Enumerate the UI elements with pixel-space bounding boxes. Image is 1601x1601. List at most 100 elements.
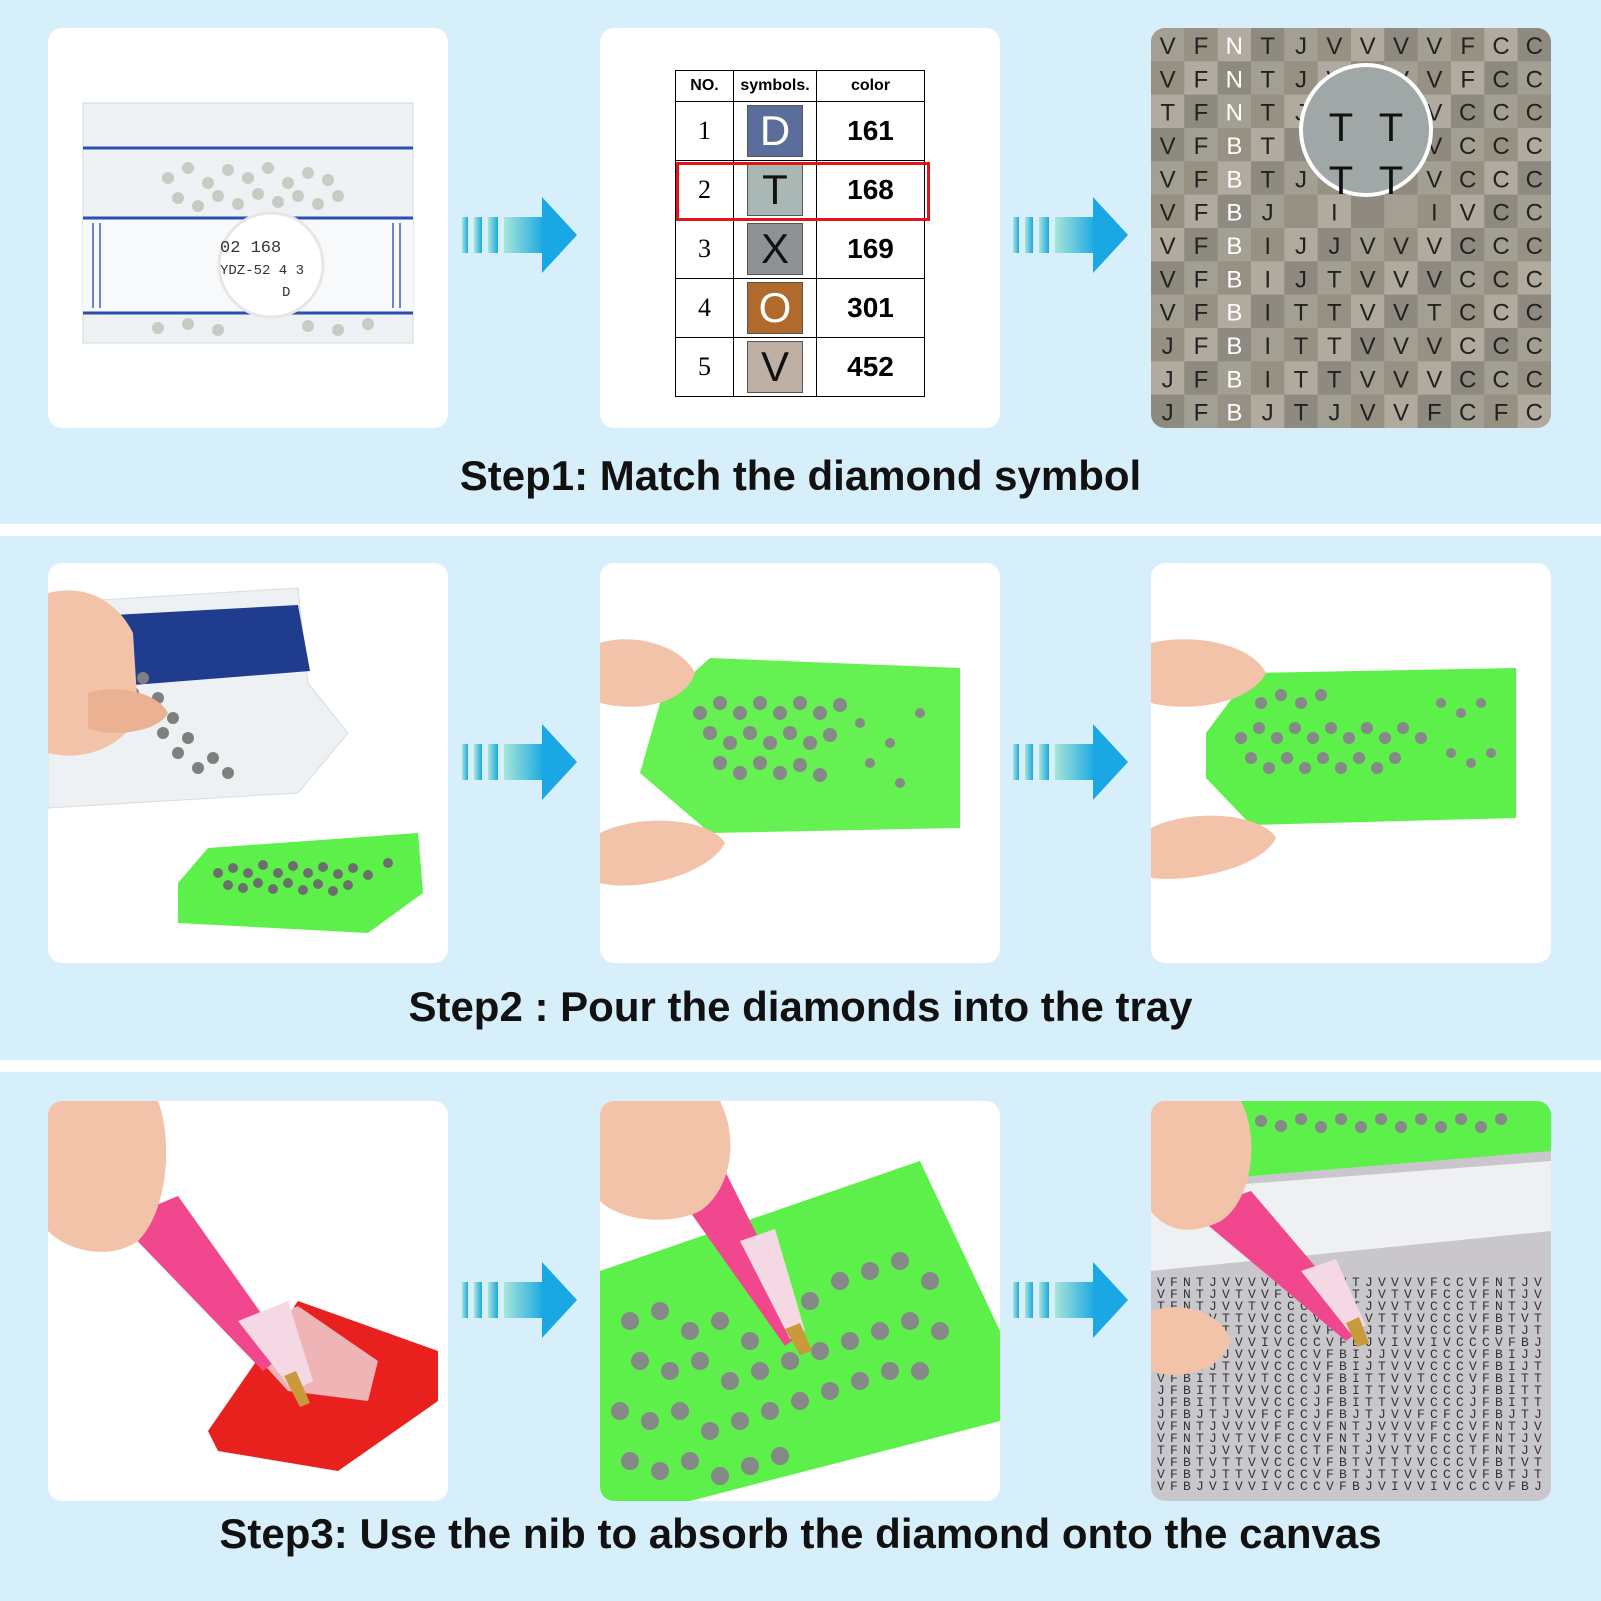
canvas-symbol: V bbox=[1469, 1287, 1477, 1302]
canvas-symbol: T bbox=[1248, 1443, 1256, 1458]
wax-nib-photo bbox=[48, 1101, 448, 1501]
table-row: 4 O 301 bbox=[675, 278, 925, 338]
grid-symbol: J bbox=[1162, 366, 1174, 393]
canvas-symbol: T bbox=[1196, 1287, 1204, 1302]
canvas-symbol: C bbox=[1443, 1311, 1451, 1326]
canvas-symbol: V bbox=[1248, 1287, 1256, 1302]
canvas-symbol: V bbox=[1404, 1383, 1412, 1398]
canvas-symbol: C bbox=[1430, 1383, 1438, 1398]
canvas-symbol: C bbox=[1287, 1359, 1295, 1374]
canvas-symbol: C bbox=[1287, 1335, 1295, 1350]
canvas-symbol: V bbox=[1235, 1335, 1243, 1350]
grid-symbol: C bbox=[1459, 300, 1476, 327]
canvas-symbol: V bbox=[1248, 1467, 1256, 1482]
canvas-symbol: B bbox=[1339, 1383, 1347, 1398]
canvas-symbol: F bbox=[1170, 1275, 1178, 1290]
canvas-symbol: T bbox=[1365, 1395, 1373, 1410]
grid-cell bbox=[1217, 194, 1251, 228]
canvas-symbol: V bbox=[1157, 1479, 1165, 1494]
grid-cell bbox=[1484, 128, 1518, 162]
grid-symbol: I bbox=[1331, 200, 1338, 227]
grid-symbol: V bbox=[1360, 400, 1376, 427]
canvas-symbol: V bbox=[1222, 1275, 1230, 1290]
grid-symbol: C bbox=[1492, 333, 1509, 360]
canvas-symbol: T bbox=[1209, 1407, 1217, 1422]
canvas-symbol: V bbox=[1417, 1275, 1425, 1290]
grid-symbol: T bbox=[1260, 33, 1275, 60]
grid-symbol: V bbox=[1160, 200, 1176, 227]
canvas-symbol: T bbox=[1378, 1371, 1386, 1386]
canvas-symbol: C bbox=[1274, 1359, 1282, 1374]
canvas-symbol: V bbox=[1378, 1431, 1386, 1446]
grid-symbol: J bbox=[1295, 266, 1307, 293]
grid-cell bbox=[1151, 394, 1185, 428]
grid-cell bbox=[1517, 94, 1551, 128]
grid-symbol: V bbox=[1426, 166, 1442, 193]
symbol-swatch: V bbox=[747, 341, 803, 393]
canvas-symbol: B bbox=[1183, 1467, 1191, 1482]
canvas-symbol: V bbox=[1235, 1347, 1243, 1362]
canvas-symbol: V bbox=[1261, 1311, 1269, 1326]
canvas-symbol: C bbox=[1456, 1443, 1464, 1458]
canvas-symbol: F bbox=[1170, 1467, 1178, 1482]
canvas-symbol: V bbox=[1261, 1275, 1269, 1290]
canvas-symbol: C bbox=[1443, 1419, 1451, 1434]
canvas-symbol: V bbox=[1222, 1443, 1230, 1458]
canvas-symbol: I bbox=[1352, 1395, 1360, 1410]
grid-cell bbox=[1184, 228, 1218, 262]
canvas-symbol: C bbox=[1300, 1407, 1308, 1422]
canvas-symbol: V bbox=[1248, 1455, 1256, 1470]
grid-cell bbox=[1184, 94, 1218, 128]
canvas-symbol: B bbox=[1495, 1359, 1503, 1374]
canvas-symbol: T bbox=[1261, 1371, 1269, 1386]
canvas-symbol: V bbox=[1235, 1479, 1243, 1494]
canvas-symbol: V bbox=[1417, 1443, 1425, 1458]
canvas-symbol: C bbox=[1313, 1335, 1321, 1350]
canvas-symbol: J bbox=[1365, 1335, 1373, 1350]
grid-cell bbox=[1217, 94, 1251, 128]
grid-cell bbox=[1451, 361, 1485, 395]
grid-cell bbox=[1151, 294, 1185, 328]
canvas-symbol: B bbox=[1521, 1479, 1529, 1494]
canvas-symbol: C bbox=[1456, 1287, 1464, 1302]
canvas-symbol: N bbox=[1183, 1287, 1191, 1302]
canvas-symbol: V bbox=[1534, 1275, 1542, 1290]
canvas-symbol: C bbox=[1274, 1323, 1282, 1338]
grid-cell bbox=[1384, 394, 1418, 428]
canvas-symbol: F bbox=[1287, 1407, 1295, 1422]
canvas-symbol: V bbox=[1261, 1431, 1269, 1446]
canvas-symbol: T bbox=[1378, 1395, 1386, 1410]
grid-cell bbox=[1517, 361, 1551, 395]
canvas-symbol: J bbox=[1521, 1323, 1529, 1338]
canvas-symbol: B bbox=[1339, 1347, 1347, 1362]
canvas-symbol: C bbox=[1456, 1299, 1464, 1314]
canvas-symbol: C bbox=[1287, 1347, 1295, 1362]
canvas-symbol: T bbox=[1378, 1467, 1386, 1482]
canvas-symbol: B bbox=[1183, 1383, 1191, 1398]
canvas-symbol: F bbox=[1482, 1287, 1490, 1302]
table-row: 2 T 168 bbox=[675, 160, 925, 220]
grid-cell bbox=[1351, 28, 1385, 62]
grid-symbol: C bbox=[1492, 100, 1509, 127]
grid-cell bbox=[1151, 261, 1185, 295]
canvas-symbol: F bbox=[1430, 1431, 1438, 1446]
symbol-swatch: T bbox=[747, 164, 803, 216]
canvas-symbol: V bbox=[1391, 1383, 1399, 1398]
grid-symbol: V bbox=[1393, 400, 1409, 427]
grid-symbol: V bbox=[1393, 33, 1409, 60]
canvas-symbol: T bbox=[1352, 1455, 1360, 1470]
grid-symbol: I bbox=[1431, 200, 1438, 227]
canvas-symbol: C bbox=[1287, 1323, 1295, 1338]
canvas-symbol: T bbox=[1352, 1467, 1360, 1482]
grid-symbol: V bbox=[1426, 266, 1442, 293]
canvas-symbol: V bbox=[1469, 1275, 1477, 1290]
canvas-symbol: F bbox=[1170, 1455, 1178, 1470]
canvas-symbol: C bbox=[1456, 1395, 1464, 1410]
grid-cell bbox=[1417, 394, 1451, 428]
canvas-symbol: V bbox=[1417, 1431, 1425, 1446]
grid-symbol: C bbox=[1526, 366, 1543, 393]
canvas-symbol: V bbox=[1495, 1479, 1503, 1494]
grid-symbol: V bbox=[1393, 266, 1409, 293]
canvas-symbol: T bbox=[1534, 1359, 1542, 1374]
canvas-symbol: F bbox=[1482, 1347, 1490, 1362]
